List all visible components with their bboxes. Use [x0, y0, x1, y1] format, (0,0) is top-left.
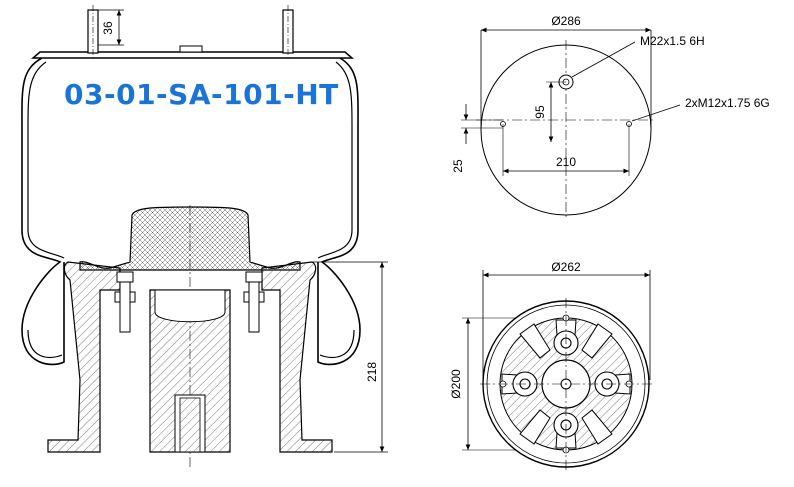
small-offset-dimension: 25	[451, 159, 465, 173]
top-view: Ø286 M22x1.5 6H 2xM12x1.75 6G 95 210 25	[451, 14, 770, 220]
bottom-inner-diameter-dimension: Ø200	[449, 369, 463, 399]
vertical-offset-dimension: 95	[533, 105, 547, 119]
hole-spacing-dimension: 210	[556, 155, 576, 169]
center-thread-label: M22x1.5 6H	[640, 34, 705, 48]
top-plate	[30, 51, 355, 59]
left-bolt	[114, 271, 136, 333]
bottom-diameter-dimension: Ø262	[551, 260, 581, 274]
part-number-title: 03-01-SA-101-HT	[64, 78, 339, 111]
side-view: 36 2	[21, 5, 388, 470]
stud-height-dimension: 36	[101, 21, 115, 35]
side-thread-label: 2xM12x1.75 6G	[685, 96, 770, 110]
right-bolt	[243, 271, 265, 333]
height-dimension: 218	[365, 362, 379, 382]
piston-right-wall	[261, 261, 333, 453]
bellows-outer	[21, 57, 65, 366]
piston-left-wall	[47, 261, 121, 453]
top-diameter-dimension: Ø286	[551, 14, 581, 28]
bottom-view: Ø262 Ø200	[449, 260, 652, 470]
